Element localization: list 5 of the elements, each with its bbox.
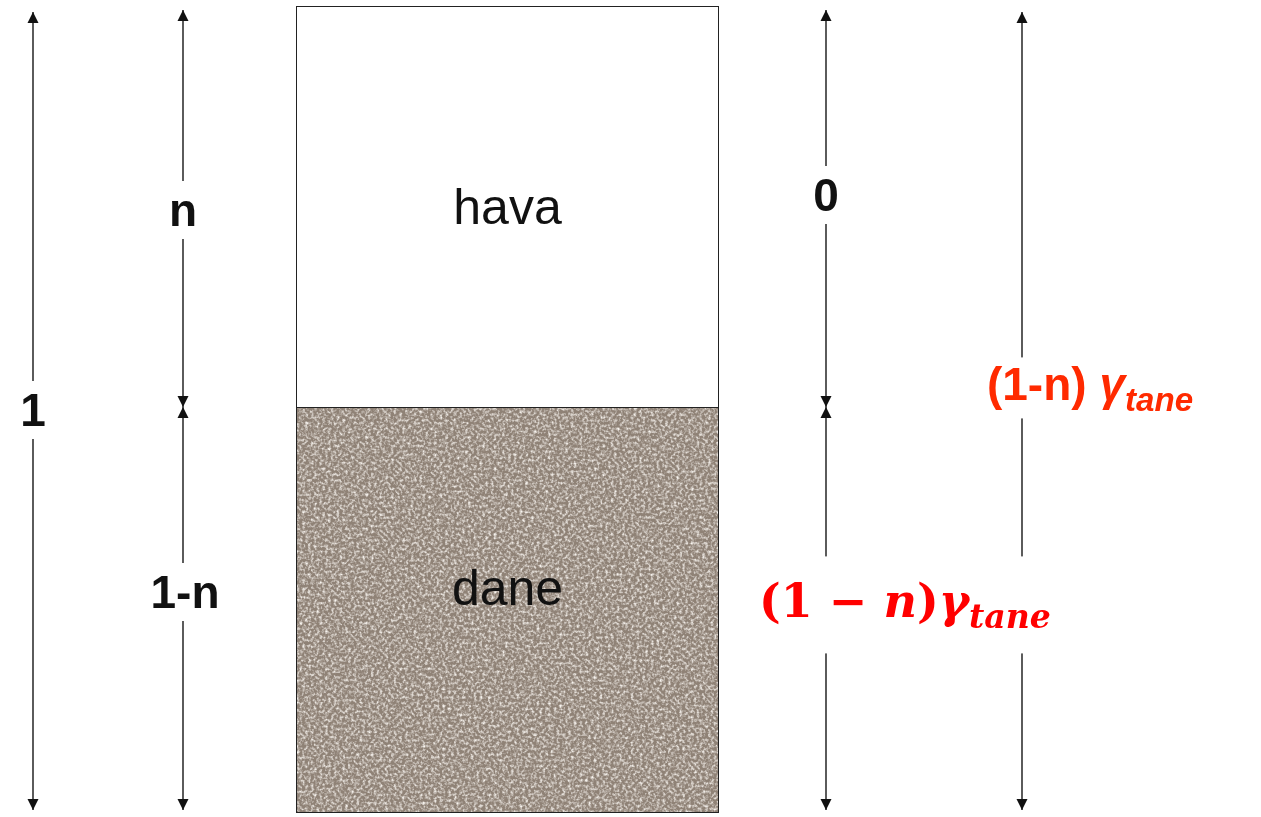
air-layer-box: [296, 6, 719, 408]
layer-label: hava: [453, 178, 562, 236]
soil-layer-box: [296, 407, 719, 813]
formula-label: (1-n) γ$_{tane}$: [986, 357, 1194, 419]
layer-label: dane: [451, 559, 564, 617]
